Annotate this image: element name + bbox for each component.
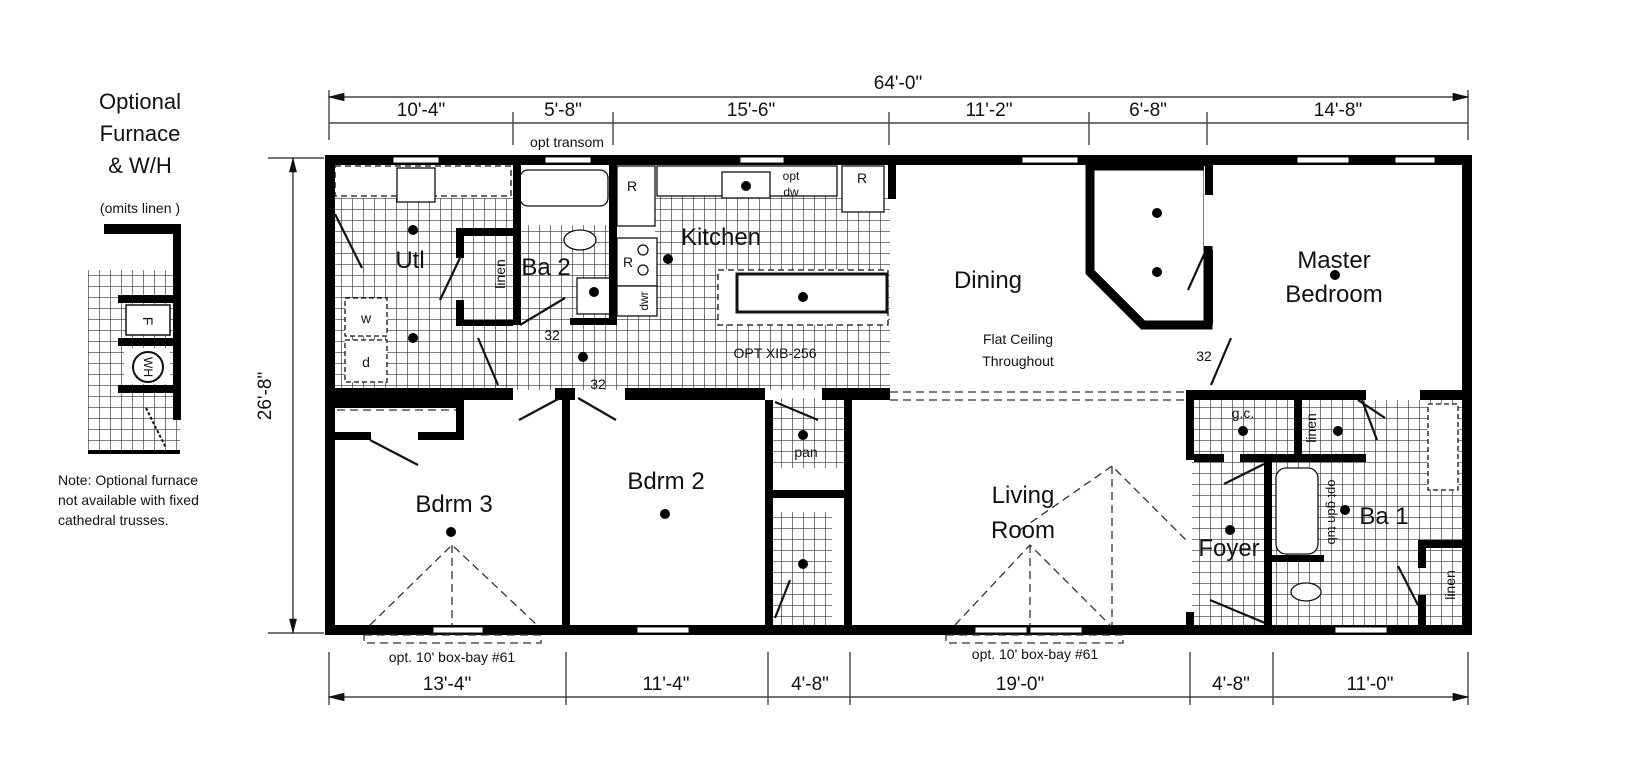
top-dim-4: 11'-2"	[966, 100, 1013, 121]
furnace-icon	[125, 304, 171, 336]
ceiling-note-line2: Throughout	[982, 353, 1054, 369]
top-dim-2: 5'-8"	[544, 100, 582, 121]
opt-island-label: OPT XIB-256	[733, 345, 816, 361]
room-kitchen: Kitchen	[681, 224, 761, 251]
dryer-icon	[344, 339, 388, 383]
refrigerator-kitchen	[616, 165, 656, 227]
room-bedroom-2: Bdrm 2	[627, 468, 704, 495]
room-living-line2: Room	[991, 517, 1055, 544]
bottom-dim-4: 19'-0"	[996, 674, 1044, 695]
double-vanity-icon	[1427, 403, 1459, 491]
bottom-dim-1: 13'-4"	[423, 674, 471, 695]
door-swings	[334, 213, 1419, 625]
refrigerator-right-label: R	[857, 170, 867, 186]
top-dimensions	[327, 90, 1470, 145]
top-dim-5: 6'-8"	[1129, 100, 1167, 121]
burner-icon	[637, 264, 649, 276]
inset-note: Note: Optional furnace not available wit…	[58, 470, 248, 530]
bathtub-ba2-icon	[519, 169, 609, 207]
refrigerator-label: R	[627, 178, 637, 194]
bottom-dim-6: 11'-0"	[1347, 674, 1394, 695]
drawer-label: dwr	[637, 291, 651, 310]
note-line-3: cathedral trusses.	[58, 512, 169, 528]
room-utility: Utl	[395, 247, 424, 274]
overall-width-dimension: 64'-0"	[874, 73, 922, 94]
box-bay-right-label: opt. 10' box-bay #61	[972, 646, 1099, 662]
opt-transom-note: opt transom	[530, 134, 604, 150]
opt-dw-line2: dw	[783, 185, 799, 199]
room-bath-2: Ba 2	[521, 254, 570, 281]
bathtub-ba1-icon	[1275, 467, 1319, 555]
toilet-ba2-icon	[563, 229, 597, 251]
door-width-32-a: 32	[544, 327, 560, 343]
room-master-bedroom-line1: Master	[1297, 247, 1370, 274]
note-line-2: not available with fixed	[58, 492, 199, 508]
kitchen-sink-icon	[721, 171, 771, 199]
linen-ba1-lower-label: linen	[1442, 570, 1458, 600]
inset-title-line2: Furnace	[99, 121, 181, 146]
range-label: R	[623, 254, 633, 270]
inset-title-line1: Optional	[99, 89, 181, 114]
furnace-label: F	[140, 317, 156, 326]
room-bedroom-3: Bdrm 3	[415, 491, 492, 518]
room-pantry: pan	[794, 444, 817, 460]
inset-subtitle: (omits linen )	[99, 200, 181, 216]
opt-dw-line1: opt	[783, 169, 800, 183]
bottom-dim-5: 4'-8"	[1212, 674, 1250, 695]
top-dim-3: 15'-6"	[727, 100, 775, 121]
linen-ba1-upper-label: linen	[1303, 413, 1319, 443]
master-walkin-closet	[1085, 161, 1213, 330]
water-heater-icon	[132, 351, 164, 383]
washer-label: w	[360, 310, 372, 326]
room-bath-1: Ba 1	[1359, 503, 1408, 530]
room-dining: Dining	[954, 267, 1022, 294]
bottom-dim-2: 11'-4"	[643, 674, 690, 695]
linen-ba2-label: linen	[492, 259, 508, 289]
guest-closet-label: g.c.	[1232, 405, 1255, 421]
inset-title-line3: & W/H	[108, 153, 172, 178]
inset-plan: F WH	[88, 224, 181, 454]
door-width-32-master: 32	[1196, 348, 1212, 364]
toilet-ba1-icon	[1290, 582, 1322, 602]
door-width-32-b: 32	[590, 376, 606, 392]
depth-dimension	[268, 156, 324, 635]
room-foyer: Foyer	[1198, 535, 1259, 562]
dashed-lines	[337, 391, 1187, 644]
room-living-line1: Living	[992, 482, 1055, 509]
burner-icon	[637, 244, 649, 256]
washer-icon	[344, 297, 388, 337]
note-line-1: Note: Optional furnace	[58, 472, 199, 488]
bottom-dim-3: 4'-8"	[791, 674, 829, 695]
box-bay-left-label: opt. 10' box-bay #61	[389, 649, 516, 665]
light-fixtures	[408, 208, 1350, 569]
ceiling-note-line1: Flat Ceiling	[983, 331, 1053, 347]
refrigerator-right	[841, 165, 885, 213]
dryer-label: d	[362, 354, 370, 370]
room-master-bedroom-line2: Bedroom	[1285, 281, 1382, 308]
top-dim-6: 14'-8"	[1314, 100, 1362, 121]
interior-walls	[333, 165, 1462, 628]
opt-garden-tub-label: opt gdn tub	[1325, 479, 1340, 544]
top-dim-1: 10'-4"	[397, 100, 445, 121]
windows	[392, 156, 1436, 634]
exterior-walls	[325, 155, 1472, 635]
bottom-dimensions	[327, 652, 1470, 705]
overall-depth-dimension: 26'-8"	[255, 372, 276, 420]
water-heater-label: WH	[141, 357, 155, 377]
